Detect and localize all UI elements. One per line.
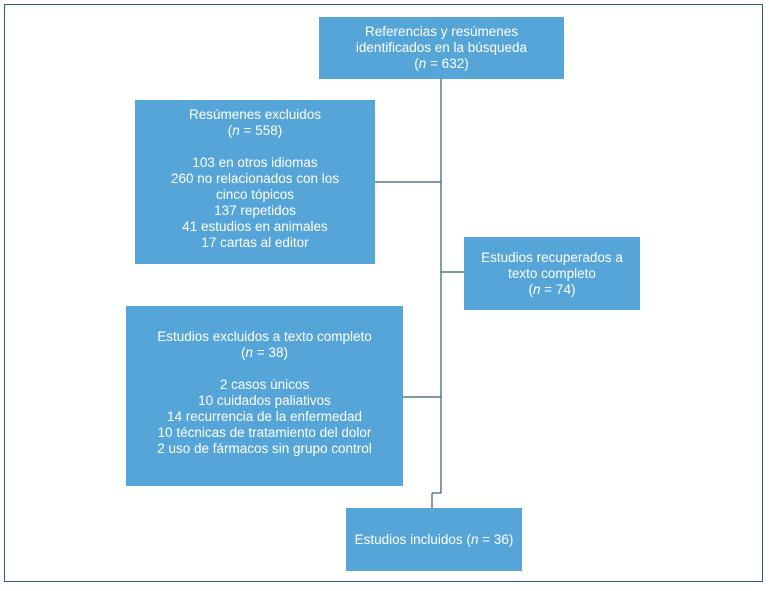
abstracts-excluded-reason: 260 no relacionados con los	[170, 171, 340, 186]
abstracts-excluded-reason: 41 estudios en animales	[182, 219, 328, 234]
n-symbol: n	[533, 281, 541, 297]
included-count-value: = 36)	[478, 531, 514, 547]
fulltext-excluded-count: (n = 38)	[241, 345, 288, 360]
retrieved-count-value: = 74)	[540, 281, 576, 297]
search-line-1: Referencias y resúmenes	[364, 24, 519, 39]
included-prefix: Estudios incluidos (	[354, 531, 471, 547]
abstracts-excluded-box: Resúmenes excluidos (n = 558) 103 en otr…	[135, 100, 375, 264]
fulltext-retrieved-box: Estudios recuperados a texto completo (n…	[464, 237, 640, 310]
abstracts-excluded-count: (n = 558)	[227, 123, 283, 138]
n-symbol: n	[418, 56, 427, 71]
fulltext-excluded-reason: 10 técnicas de tratamiento del dolor	[157, 425, 372, 440]
n-symbol: n	[470, 531, 479, 547]
fulltext-excluded-reason: 2 uso de fármacos sin grupo control	[157, 441, 372, 456]
fulltext-excluded-reason: 10 cuidados paliativos	[198, 393, 331, 408]
n-symbol: n	[232, 123, 240, 138]
retrieved-count: (n = 74)	[528, 281, 576, 297]
abstracts-excluded-reason: 137 repetidos	[214, 203, 296, 218]
abstracts-excluded-reason: 17 cartas al editor	[201, 235, 309, 250]
fulltext-excluded-title: Estudios excluidos a texto completo	[157, 329, 372, 344]
diagram-frame	[4, 4, 763, 582]
retrieved-line-2: texto completo	[508, 265, 596, 281]
search-count-value: = 632)	[426, 56, 469, 71]
abstracts-excluded-reason: 103 en otros idiomas	[192, 155, 318, 170]
abstracts-excluded-reason: cinco tópicos	[215, 187, 295, 202]
fulltext-excluded-box: Estudios excluidos a texto completo (n =…	[126, 306, 403, 486]
fulltext-excluded-reason: 2 casos únicos	[219, 377, 310, 392]
abstracts-excluded-count-value: = 558)	[239, 123, 283, 138]
abstracts-excluded-title: Resúmenes excluidos	[188, 107, 322, 122]
search-results-box: Referencias y resúmenes identificados en…	[319, 17, 564, 79]
search-line-2: identificados en la búsqueda	[355, 40, 528, 55]
n-symbol: n	[245, 345, 254, 360]
retrieved-line-1: Estudios recuperados a	[481, 249, 623, 265]
fulltext-excluded-count-value: = 38)	[253, 345, 288, 360]
search-count: (n = 632)	[414, 56, 469, 71]
included-studies-box: Estudios incluidos (n = 36)	[346, 508, 522, 571]
included-label: Estudios incluidos (n = 36)	[355, 532, 514, 548]
fulltext-excluded-reason: 14 recurrencia de la enfermedad	[166, 409, 363, 424]
